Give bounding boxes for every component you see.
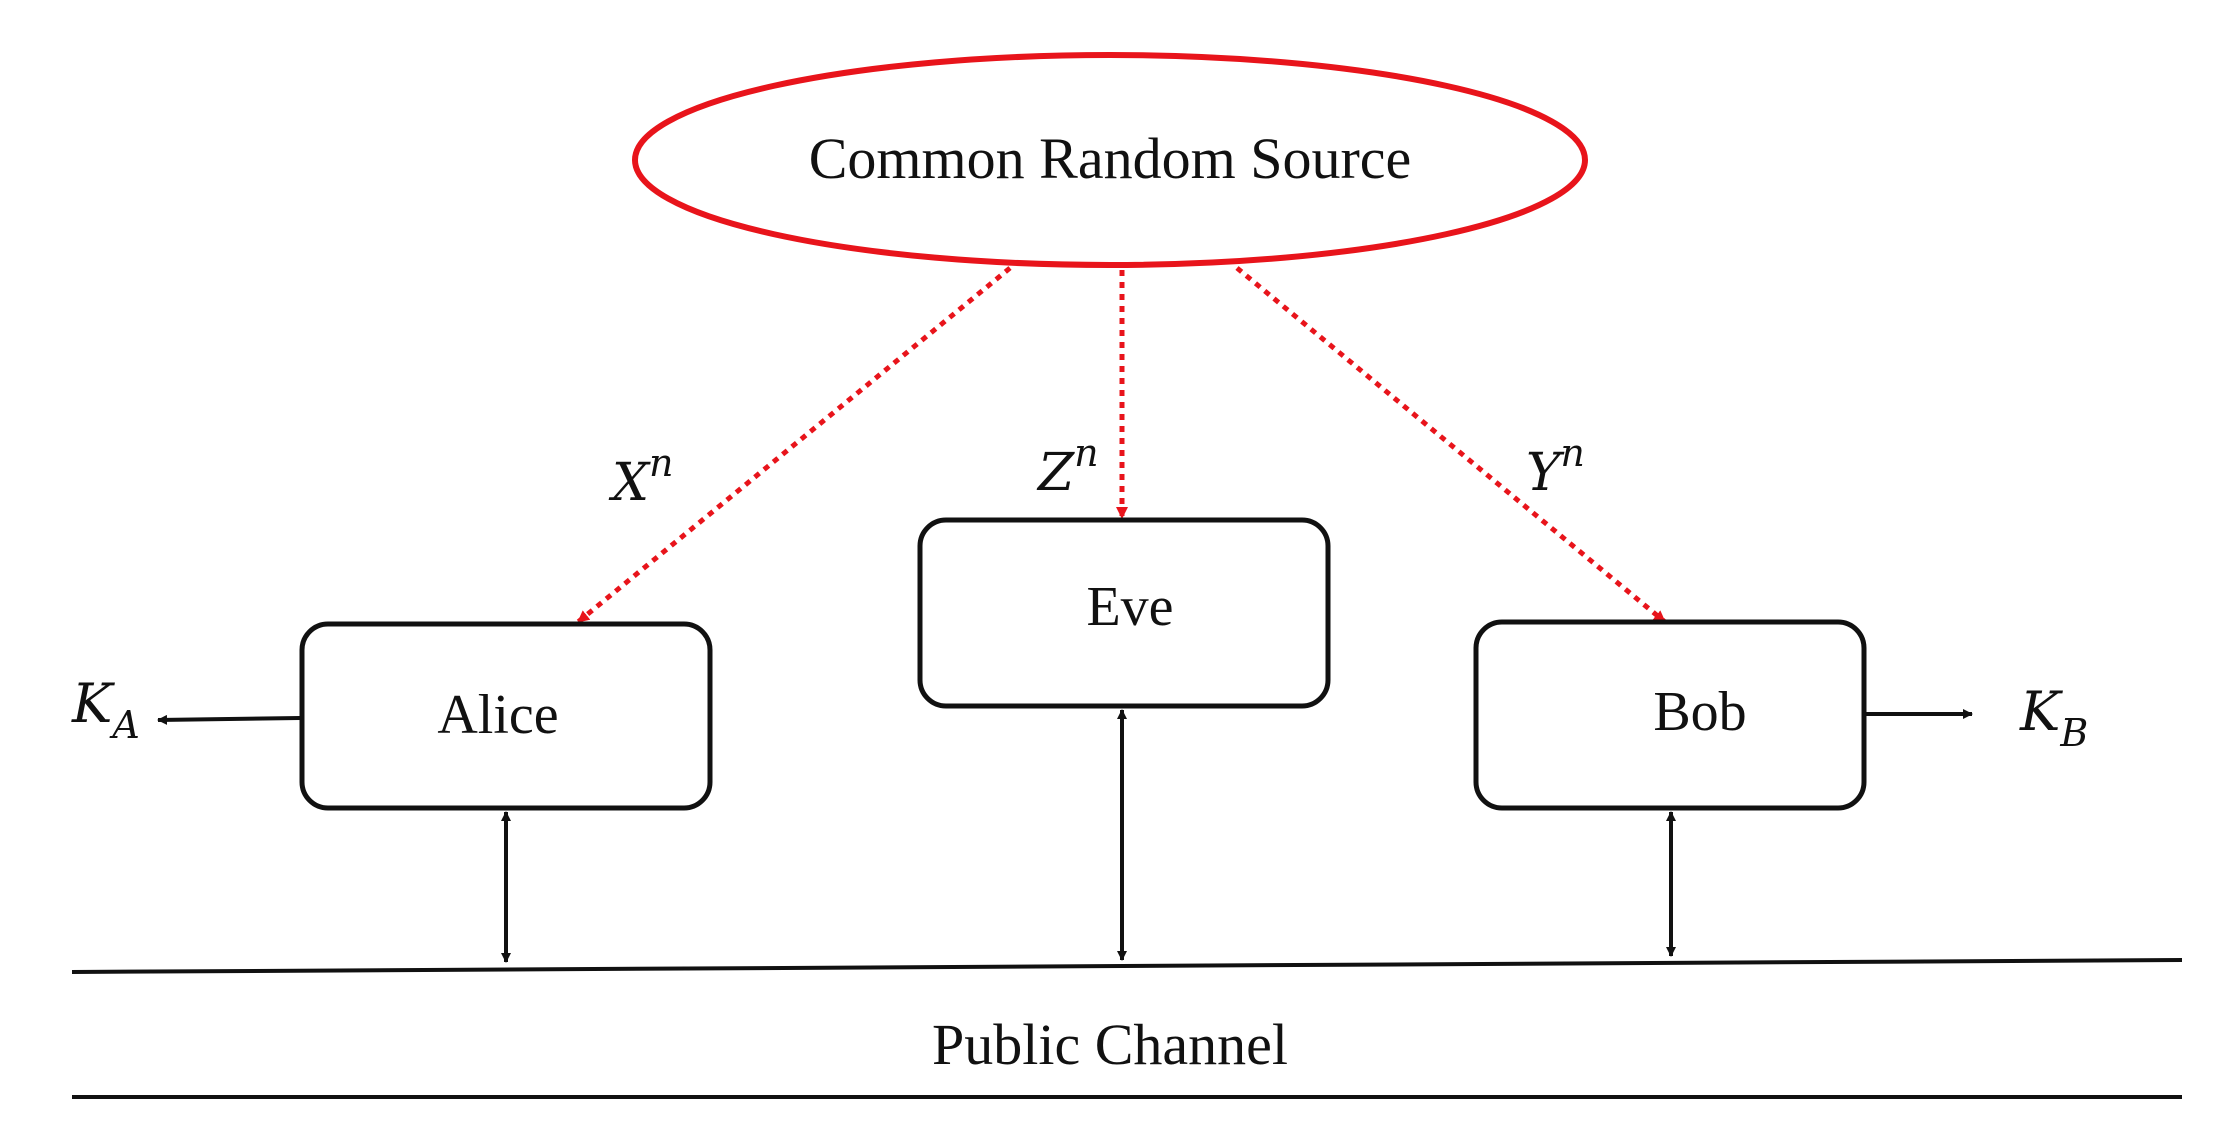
observation-label-bob: Yn: [1526, 431, 1585, 503]
public-channel-top-line: [71, 958, 2183, 974]
observation-arrow-bob: [1235, 266, 1667, 624]
alice-label: Alice: [437, 684, 558, 746]
public-channel-label: Public Channel: [932, 1012, 1288, 1077]
common-random-source-label: Common Random Source: [809, 126, 1412, 191]
bob-label: Bob: [1653, 681, 1746, 743]
observation-arrow-alice: [576, 266, 1012, 624]
eve-box: [917, 517, 1331, 709]
bob-box: [1473, 619, 1867, 811]
key-label-alice: KA: [71, 672, 140, 747]
observation-label-eve: Zn: [1036, 431, 1099, 503]
alice-box: [299, 621, 713, 811]
eve-label: Eve: [1086, 576, 1173, 638]
key-arrow-alice: [157, 714, 301, 725]
key-label-bob: KB: [2019, 680, 2088, 755]
observation-label-alice: Xn: [608, 441, 674, 513]
common-random-source-ellipse: [632, 52, 1588, 268]
